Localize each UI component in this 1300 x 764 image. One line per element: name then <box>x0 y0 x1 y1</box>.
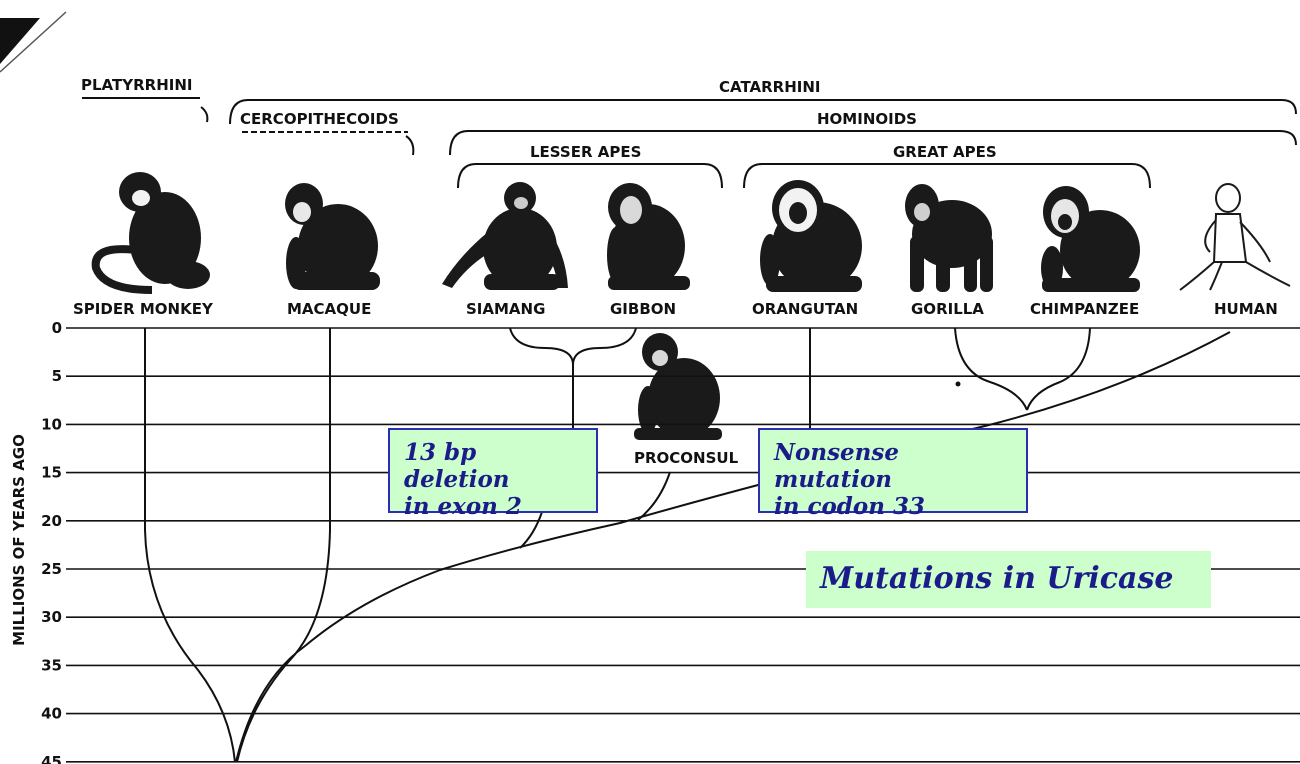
branch-macaque <box>236 328 331 763</box>
callout-nonsense-line1: Nonsense mutation <box>774 439 899 493</box>
callout-deletion-line1: 13 bp deletion <box>404 439 510 493</box>
axis-tick-label: 5 <box>52 367 62 385</box>
species-label-chimpanzee: CHIMPANZEE <box>1030 300 1139 318</box>
callout-13bp-deletion: 13 bp deletion in exon 2 <box>388 428 598 520</box>
branch-old-world <box>235 331 1231 763</box>
human-icon <box>1179 183 1291 291</box>
axis-tick-label: 0 <box>52 319 62 337</box>
hominoids-brace <box>449 130 1297 156</box>
callout-nonsense-line2: in codon 33 <box>774 493 925 520</box>
corner-mark-line <box>0 11 67 73</box>
group-label-great-apes: GREAT APES <box>893 143 997 161</box>
catarrhini-brace <box>229 99 1297 125</box>
axis-tick-label: 30 <box>41 608 62 626</box>
lesser-apes-brace <box>457 163 723 189</box>
axis-tick-label: 40 <box>41 705 62 723</box>
gibbon-icon <box>607 183 690 290</box>
axis-tick-label: 25 <box>41 560 62 578</box>
branch-gorilla <box>954 327 1028 411</box>
branch-chimpanzee <box>1026 327 1091 411</box>
macaque-icon <box>285 183 380 290</box>
axis-tick-label: 35 <box>41 656 62 674</box>
siamang-icon <box>442 182 568 290</box>
callout-nonsense-mutation: Nonsense mutation in codon 33 <box>758 428 1028 520</box>
species-label-gorilla: GORILLA <box>911 300 984 318</box>
group-label-platyrrhini: PLATYRRHINI <box>81 76 192 94</box>
platyrrhini-brace <box>200 106 209 123</box>
branch-siamang <box>509 327 574 366</box>
cercopithecoids-brace <box>405 135 415 156</box>
axis-tick-label: 45 <box>41 753 62 764</box>
axis-tick-label: 10 <box>41 415 62 433</box>
species-label-spider-monkey: SPIDER MONKEY <box>73 300 214 318</box>
callout-deletion-line2: in exon 2 <box>404 493 522 520</box>
fossil-label-proconsul: PROCONSUL <box>634 449 739 467</box>
corner-mark <box>0 18 40 64</box>
species-label-orangutan: ORANGUTAN <box>752 300 858 318</box>
species-label-siamang: SIAMANG <box>466 300 545 318</box>
great-apes-brace <box>743 163 1151 189</box>
speck <box>955 381 961 387</box>
gorilla-icon <box>905 184 993 292</box>
branch-proconsul <box>637 471 671 521</box>
chimpanzee-icon <box>1041 186 1140 292</box>
axis-tick-label: 20 <box>41 512 62 530</box>
branch-gibbon <box>572 327 637 366</box>
group-label-hominoids: HOMINOIDS <box>817 110 917 128</box>
group-label-catarrhini: CATARRHINI <box>719 78 821 96</box>
diagram-title: Mutations in Uricase <box>806 551 1211 608</box>
group-label-lesser-apes: LESSER APES <box>530 143 641 161</box>
species-label-gibbon: GIBBON <box>610 300 676 318</box>
axis-tick-label: 15 <box>41 464 62 482</box>
tree-branches <box>144 327 1231 763</box>
branch-lesser-apes-base <box>519 511 543 549</box>
branch-spider-monkey <box>144 328 236 763</box>
axis-title: MILLIONS OF YEARS AGO <box>10 434 28 646</box>
species-label-human: HUMAN <box>1214 300 1278 318</box>
species-label-macaque: MACAQUE <box>287 300 371 318</box>
proconsul-icon <box>634 333 722 440</box>
orangutan-icon <box>760 180 862 292</box>
group-label-cercopithecoids: CERCOPITHECOIDS <box>240 110 399 128</box>
spider-monkey-icon <box>91 172 210 294</box>
